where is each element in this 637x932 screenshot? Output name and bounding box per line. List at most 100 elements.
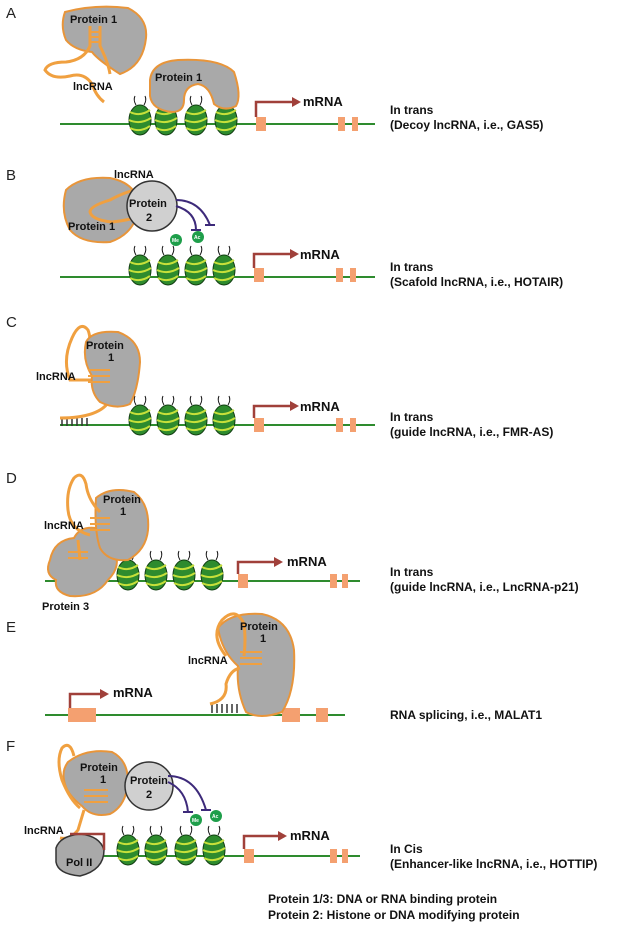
caption-e-line1: RNA splicing, i.e., MALAT1 <box>390 708 543 722</box>
caption-f: In Cis (Enhancer-like lncRNA, i.e., HOTT… <box>390 842 597 872</box>
protein-1-label: Protein 1 <box>68 221 115 233</box>
caption-b-line2: (Scafold lncRNA, i.e., HOTAIR) <box>390 275 564 289</box>
transcription-arrow <box>254 97 301 117</box>
lncrna-strand <box>209 612 247 706</box>
transcription-arrow <box>252 249 299 268</box>
protein-1-label: Protein <box>240 621 278 633</box>
mrna-label: mRNA <box>290 828 330 843</box>
exons <box>68 708 328 722</box>
acetyl-mark <box>192 231 204 243</box>
transcription-arrow <box>68 689 109 708</box>
lncrna-label: lncRNA <box>24 825 64 837</box>
caption-c-line1: In trans <box>390 410 434 424</box>
lncrna-strand <box>43 26 112 104</box>
acetyl-mark <box>210 810 222 822</box>
acetyl-mark-label: Ac <box>194 235 201 241</box>
pol-ii-arrow <box>70 832 106 850</box>
legend-line-1: Protein 1/3: DNA or RNA binding protein <box>268 892 498 906</box>
caption-c-line2: (guide lncRNA, i.e., FMR-AS) <box>390 425 554 439</box>
dna-binding-bars <box>211 704 238 713</box>
inhibition-lines <box>175 199 211 231</box>
panel-e: E mRNA Protein 1 lncRNA <box>6 612 345 722</box>
panel-b-letter: B <box>6 167 16 184</box>
protein-1-top <box>61 5 148 76</box>
mrna-label: mRNA <box>113 685 153 700</box>
caption-a-line2: (Decoy lncRNA, i.e., GAS5) <box>390 118 544 132</box>
caption-d: In trans (guide lncRNA, i.e., LncRNA-p21… <box>390 565 579 595</box>
caption-b-line1: In trans <box>390 260 434 274</box>
methyl-mark <box>170 234 182 246</box>
methyl-mark-label: Me <box>192 818 199 824</box>
protein-1-number: 1 <box>108 352 114 364</box>
protein-3-label: Protein 3 <box>42 601 89 613</box>
protein-1-dna-bound <box>149 58 240 114</box>
protein-1-label: Protein <box>103 494 141 506</box>
exons <box>244 849 348 863</box>
caption-f-line1: In Cis <box>390 842 423 856</box>
legend-line-2: Protein 2: Histone or DNA modifying prot… <box>268 908 520 922</box>
methyl-mark <box>190 814 202 826</box>
protein-2-label: Protein <box>130 775 168 787</box>
pol-ii-label: Pol II <box>66 857 92 869</box>
caption-a-line1: In trans <box>390 103 434 117</box>
lncrna-label: lncRNA <box>44 520 84 532</box>
exons <box>254 268 356 282</box>
nucleosome-array <box>128 245 236 286</box>
rna-hairpin <box>90 31 100 43</box>
protein-2-number: 2 <box>146 212 152 224</box>
transcription-arrow <box>252 401 299 418</box>
panel-a-letter: A <box>6 5 16 22</box>
mrna-label: mRNA <box>300 399 340 414</box>
exons <box>238 574 348 588</box>
caption-a: In trans (Decoy lncRNA, i.e., GAS5) <box>390 103 543 133</box>
mrna-label: mRNA <box>303 94 343 109</box>
panel-d: D mRNA Protein 1 lncRNA Protein 3 <box>6 470 360 613</box>
caption-c: In trans (guide lncRNA, i.e., FMR-AS) <box>390 410 553 440</box>
protein-2 <box>124 761 174 811</box>
acetyl-mark-label: Ac <box>212 814 219 820</box>
protein-1-label: Protein <box>86 340 124 352</box>
panel-b: B mRNA Me Ac lncRNA Protein 2 Protein 1 <box>6 167 375 286</box>
rna-hairpin <box>84 789 108 803</box>
pol-ii <box>55 833 105 877</box>
protein-1 <box>62 750 130 816</box>
rna-hairpin <box>240 651 262 665</box>
lncrna-strand <box>66 473 102 561</box>
transcription-arrow <box>242 831 287 849</box>
panel-d-letter: D <box>6 470 17 487</box>
panel-c-letter: C <box>6 314 17 331</box>
protein-1-label: Protein 1 <box>70 14 117 26</box>
methyl-mark-label: Me <box>172 238 179 244</box>
protein-1-number: 1 <box>120 506 126 518</box>
caption-b: In trans (Scafold lncRNA, i.e., HOTAIR) <box>390 260 563 290</box>
caption-e: RNA splicing, i.e., MALAT1 <box>390 708 542 723</box>
panel-c: C mRNA Protein 1 lncRNA <box>6 314 375 436</box>
protein-2-label: Protein <box>129 198 167 210</box>
nucleosome-array <box>128 395 236 436</box>
panel-f-letter: F <box>6 738 15 755</box>
panel-a: A mRNA Protein 1 lncRNA Protein 1 <box>6 5 375 136</box>
lncrna-strand <box>88 186 151 224</box>
exons <box>256 117 358 131</box>
panel-e-letter: E <box>6 619 16 636</box>
rna-hairpin <box>68 517 110 559</box>
mrna-label: mRNA <box>300 247 340 262</box>
transcription-arrow <box>236 557 283 574</box>
caption-d-line2: (guide lncRNA, i.e., LncRNA-p21) <box>390 580 579 594</box>
protein-1-label: Protein <box>80 762 118 774</box>
caption-f-line2: (Enhancer-like lncRNA, i.e., HOTTIP) <box>390 857 598 871</box>
lncrna-label: lncRNA <box>36 371 76 383</box>
protein-2-number: 2 <box>146 789 152 801</box>
exons <box>254 418 356 432</box>
lncrna-label: lncRNA <box>188 655 228 667</box>
protein-1 <box>94 489 150 562</box>
rna-hairpin <box>88 369 110 383</box>
nucleosome-array <box>116 825 226 866</box>
lncrna-label: lncRNA <box>73 81 113 93</box>
inhibition-lines <box>167 775 207 813</box>
caption-d-line1: In trans <box>390 565 434 579</box>
panel-f: F mRNA Me Ac Protein 1 <box>6 738 360 877</box>
protein-1-number: 1 <box>100 774 106 786</box>
protein-1-number: 1 <box>260 633 266 645</box>
